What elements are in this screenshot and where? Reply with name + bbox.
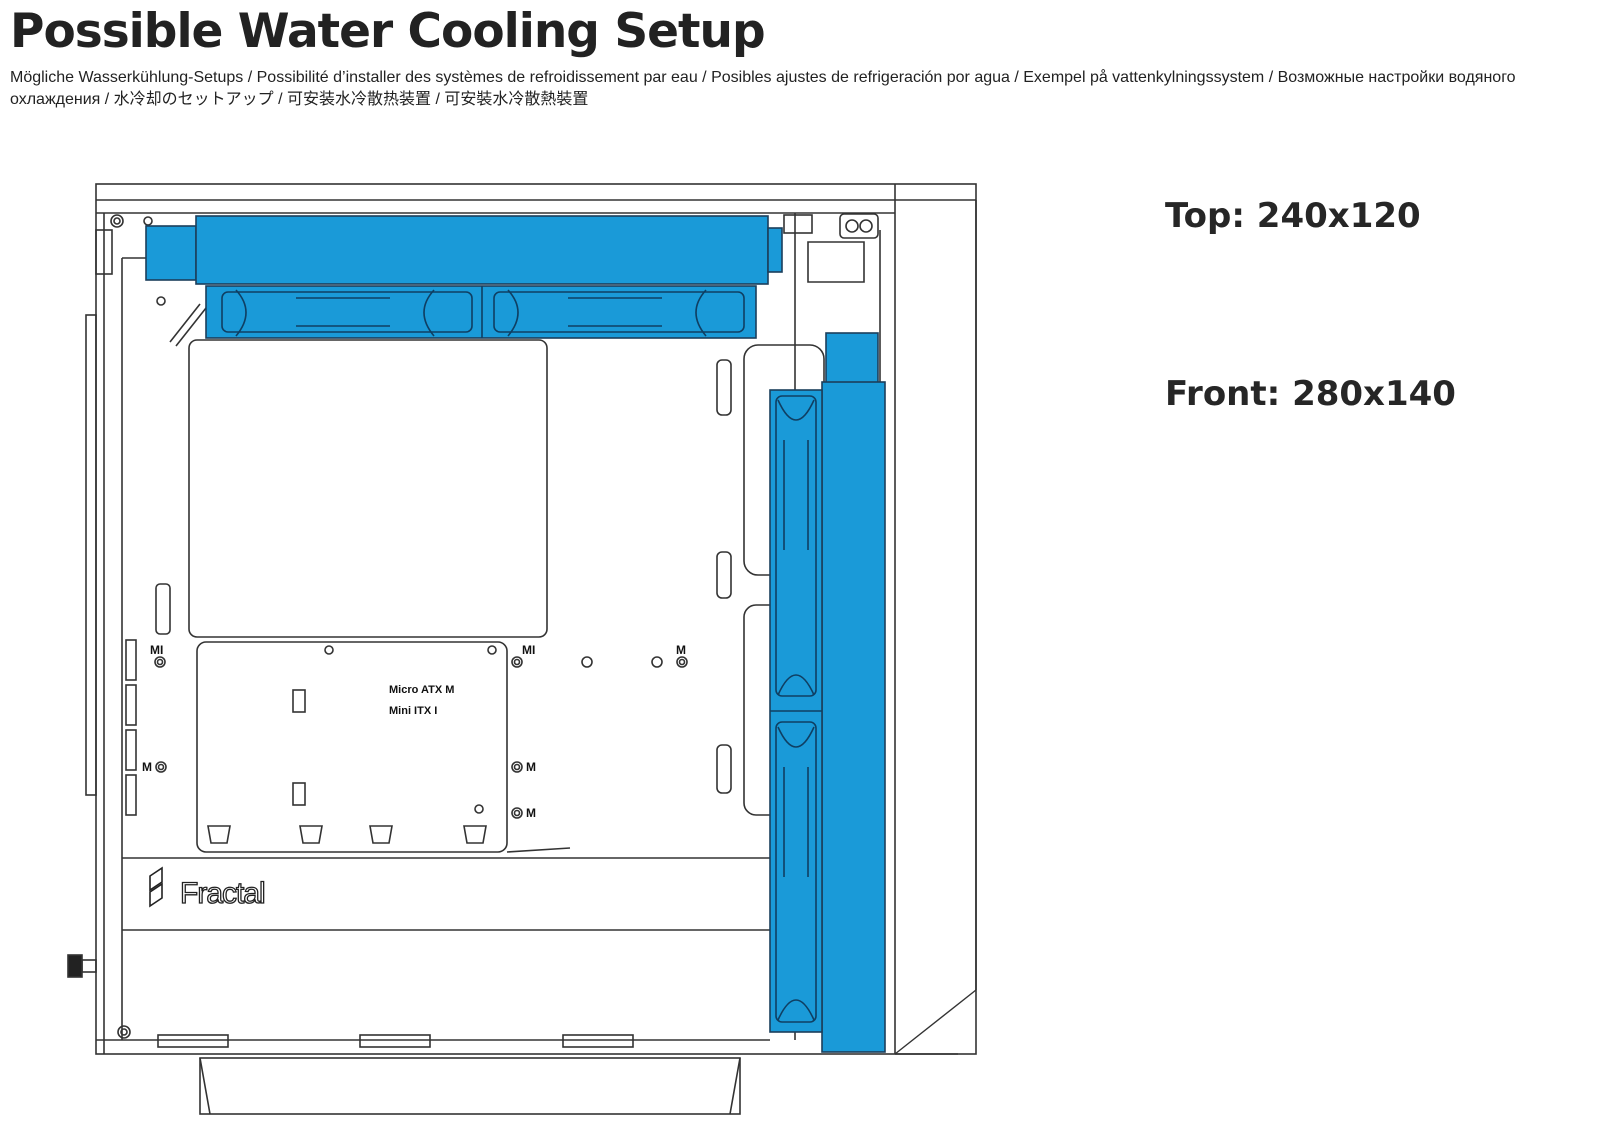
form-factor-mini-itx: Mini ITX I [389, 705, 437, 717]
thumbscrew-icon [67, 954, 97, 978]
standoff-label-m-right-1: M [526, 760, 536, 774]
top-radiator [145, 215, 783, 339]
front-radiator-spec: Front: 280x140 [1165, 374, 1456, 414]
front-radiator [769, 332, 886, 1053]
top-radiator-spec: Top: 240x120 [1165, 196, 1421, 236]
multilingual-subtitle: Mögliche Wasserkühlung-Setups / Possibil… [10, 69, 1516, 108]
brand-wordmark: Fractal [180, 877, 265, 910]
form-factor-micro-atx: Micro ATX M [389, 684, 454, 696]
standoff-label-m-top: M [676, 643, 686, 657]
fractal-logo: Fractal [149, 866, 266, 911]
rear-panel-details [85, 214, 153, 1039]
shroud-feet [207, 825, 487, 844]
page-title: Possible Water Cooling Setup [10, 4, 766, 59]
standoffs [154, 296, 688, 819]
standoff-label-m-left: M [142, 760, 152, 774]
standoff-label-m-right-2: M [526, 806, 536, 820]
standoff-label-mi-right: MI [522, 643, 535, 657]
standoff-label-mi-left: MI [150, 643, 163, 657]
